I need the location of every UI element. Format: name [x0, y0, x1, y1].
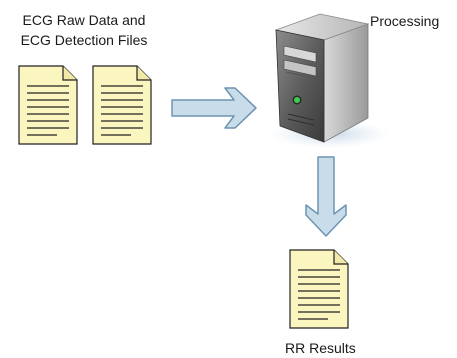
rr-results-label: RR Results — [285, 340, 356, 356]
input-files-label-line1: ECG Raw Data and — [22, 12, 146, 28]
arrow-right-icon — [171, 87, 257, 129]
arrow-down-icon — [305, 156, 347, 237]
document-icon — [18, 65, 78, 145]
processing-label: Processing — [370, 13, 440, 29]
document-icon — [289, 249, 349, 329]
input-files-label-line2: ECG Detection Files — [20, 32, 148, 48]
document-icon — [92, 65, 152, 145]
server-icon — [270, 13, 390, 148]
input-files-label: ECG Raw Data and ECG Detection Files — [4, 10, 164, 50]
